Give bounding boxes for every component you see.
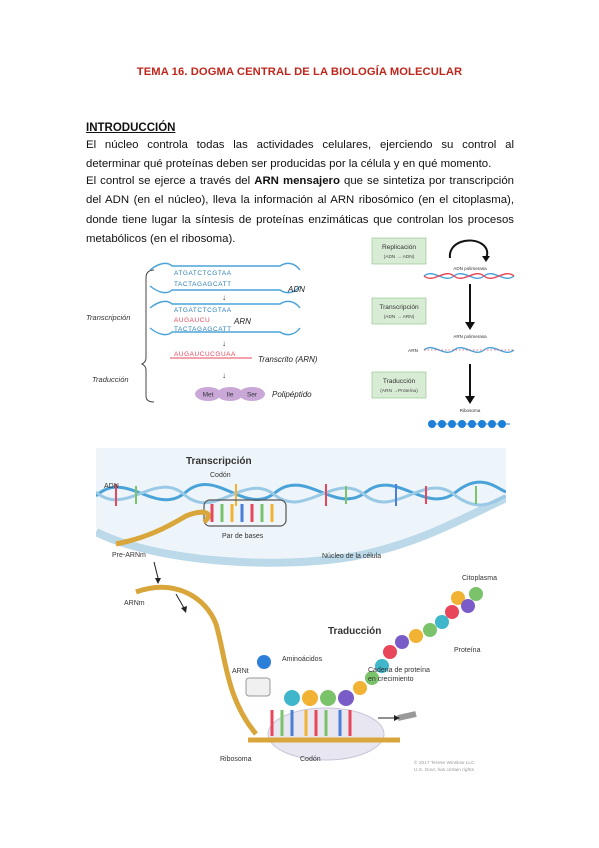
rna-strand-right	[423, 347, 515, 353]
adn-polimerasa-label: ADN polimerasa	[453, 266, 487, 271]
dna-helix-right	[423, 273, 515, 279]
pre-mrna-strand	[115, 509, 211, 547]
nuclear-membrane	[96, 494, 506, 567]
translation-title: Traducción	[383, 378, 416, 385]
traduccion-label: Traducción	[328, 626, 381, 637]
paragraph-control: El control se ejerce a través del ARN me…	[86, 172, 514, 250]
ribosoma-label: Ribosoma	[220, 756, 252, 763]
dna-label: ADN	[287, 285, 305, 294]
aminoacidos-label: Aminoácidos	[282, 656, 323, 663]
amino-acid-3	[239, 387, 265, 401]
paragraph-intro: El núcleo controla todas las actividades…	[86, 139, 514, 171]
copyright-line-2: U.S. Govt. has certain rights	[414, 767, 475, 773]
paragraph-control-end: que se sintetiza por transcripción del A…	[86, 175, 515, 246]
translation-box	[371, 371, 427, 399]
protein-chain-right	[428, 420, 510, 428]
paragraph-control-start: El control se ejerce a través del	[86, 175, 255, 187]
amino-acid-yellow	[302, 690, 318, 706]
arnt-label: ARNt	[232, 668, 249, 675]
arrow-2: ↓	[222, 339, 226, 348]
dna-top-strand	[149, 262, 301, 271]
arnm-label: ARNm	[124, 600, 145, 607]
citoplasma-label: Citoplasma	[462, 575, 497, 582]
polypeptide-label: Polipéptido	[272, 390, 312, 399]
page-title: TEMA 16. DOGMA CENTRAL DE LA BIOLOGÍA MO…	[136, 66, 463, 78]
transcript-label: Transcrito (ARN)	[258, 355, 318, 364]
adn-label-bottom: ADN	[104, 483, 119, 490]
base-pairs	[210, 504, 274, 522]
arrow-arnm-head	[181, 606, 187, 613]
free-amino-acid	[257, 655, 271, 669]
protein-chain-bottom	[353, 587, 483, 695]
transcripcion-label: Transcripción	[186, 456, 252, 467]
arrow-pre-arnm-head	[155, 578, 161, 584]
transcription-arrowhead	[465, 322, 475, 330]
dna-top-sequence: ATGATCTCGTAA	[174, 270, 232, 277]
cadena-label: Cadena de proteína	[368, 667, 430, 674]
arrow-1: ↓	[222, 293, 226, 302]
transcription-translation-figure: Transcripción Traducción ATGATCTCGTAA TA…	[84, 256, 344, 408]
amino-acid-label-1: Met	[203, 392, 214, 399]
rna-strand-sequence: AUGAUCU	[174, 317, 210, 324]
transcription-box	[371, 297, 427, 325]
arrow-exit-head	[394, 715, 400, 721]
amino-acid-green	[320, 690, 336, 706]
dna-bottom-sequence: TACTAGAGCATT	[174, 281, 232, 288]
trna-free	[245, 677, 271, 697]
proteina-label: Proteína	[454, 647, 481, 654]
central-dogma-figure: Replicación (ADN → ADN) ADN polimerasa T…	[371, 237, 515, 428]
nucleo-label: Núcleo de la célula	[322, 553, 381, 560]
dna-top-sequence-2: ATGATCTCGTAA	[174, 307, 232, 314]
dna-helix-bottom	[96, 480, 506, 507]
ribosoma-label-right: Ribosoma	[460, 408, 481, 413]
dna-top-strand-2	[149, 300, 301, 309]
nucleus-area	[96, 448, 506, 559]
label-translation: Traducción	[92, 375, 129, 384]
amino-acid-cyan	[284, 690, 300, 706]
arn-label: ARN	[233, 317, 251, 326]
replication-arrowhead	[482, 256, 490, 262]
replication-box	[371, 237, 427, 265]
translation-sub: (ARN →Proteína)	[380, 388, 418, 394]
arrow-pre-arnm	[153, 561, 159, 579]
amino-acid-purple	[338, 690, 354, 706]
mrna-strand	[135, 585, 258, 736]
replication-sub: (ADN → ADN)	[384, 254, 415, 260]
label-transcription: Transcripción	[86, 313, 130, 322]
bracket	[140, 269, 155, 403]
arn-polimerasa-label: ARN polimerasa	[453, 334, 487, 339]
cell-illustration: Transcripción Codón ADN Par de bases Pre…	[96, 448, 506, 778]
exiting-trna	[397, 711, 417, 721]
paragraph-control-bold: ARN mensajero	[254, 175, 340, 187]
replication-title: Replicación	[382, 244, 416, 251]
dna-bottom-strand-2	[149, 327, 301, 336]
transcription-sub: (ADN → ARN)	[384, 314, 415, 320]
transcript-sequence: AUGAUCUCGUAA	[174, 351, 236, 358]
amino-acid-label-2: Ile	[227, 392, 234, 399]
arn-label-right: ARN	[408, 348, 419, 354]
amino-acid-label-3: Ser	[247, 392, 258, 399]
codon-bottom-label: Codón	[300, 756, 321, 763]
par-de-bases-label: Par de bases	[222, 533, 264, 540]
cadena-label-2: en crecimiento	[368, 676, 414, 683]
copyright-line-1: © 2017 Terese Winslow LLC	[414, 759, 475, 766]
amino-acid-1	[195, 387, 221, 401]
amino-acid-2	[217, 387, 243, 401]
replication-loop-arrow	[448, 239, 489, 259]
codon-bars	[270, 710, 352, 736]
translation-arrowhead	[465, 396, 475, 404]
section-heading: INTRODUCCIÓN	[86, 122, 176, 134]
dna-bottom-strand	[149, 285, 301, 294]
transcription-title: Transcripción	[379, 304, 419, 311]
codon-top-label: Codón	[210, 472, 231, 479]
arrow-arnm	[175, 593, 185, 609]
arrow-3: ↓	[222, 371, 226, 380]
pre-arnm-label: Pre-ARNm	[112, 552, 146, 559]
dna-bottom-sequence-2: TACTAGAGCATT	[174, 326, 232, 333]
